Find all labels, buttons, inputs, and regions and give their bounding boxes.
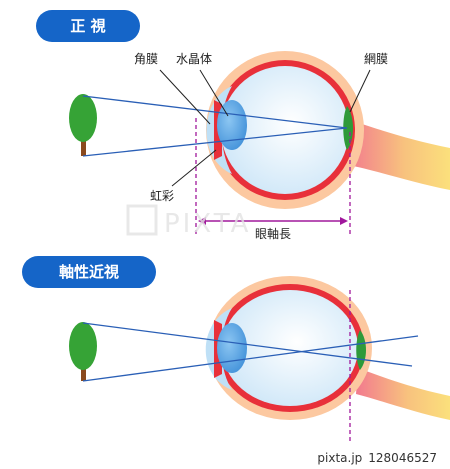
- cornea-leader: [159, 69, 211, 125]
- light-ray: [82, 95, 348, 129]
- myopia-title-pill: [22, 256, 156, 288]
- normal-title: 正 視: [70, 17, 105, 35]
- iris-label: 虹彩: [150, 189, 174, 203]
- light-ray: [82, 127, 348, 157]
- tree-object-bottom: [69, 322, 97, 381]
- watermark: PIXTA: [126, 204, 251, 239]
- cornea-label: 角膜: [134, 52, 158, 66]
- tree-object-top: [69, 94, 97, 156]
- lens-label: 水晶体: [176, 52, 212, 66]
- tree-leaf: [69, 94, 97, 142]
- watermark-logo-mark: [126, 204, 158, 236]
- vitreous-body: [222, 290, 358, 406]
- watermark-text: PIXTA: [164, 209, 251, 239]
- arrow-head-left: [198, 217, 206, 225]
- normal-title-pill: [36, 10, 140, 42]
- iris-leader: [171, 149, 217, 187]
- normal-eyeball: [206, 51, 364, 209]
- optic-nerve: [356, 368, 450, 420]
- optic-nerve: [348, 120, 450, 190]
- myopic-eyeball: [205, 276, 372, 420]
- vitreous-body: [221, 66, 349, 194]
- tree-leaf: [69, 322, 97, 370]
- light-ray: [82, 335, 419, 382]
- retina-label: 網膜: [364, 52, 388, 66]
- axial-length-label: 眼軸長: [255, 227, 291, 241]
- light-ray: [82, 322, 413, 367]
- retina-leader: [349, 69, 371, 113]
- axial-length-label-bg: [245, 226, 301, 242]
- lens-leader: [199, 69, 229, 117]
- arrow-head-right: [340, 217, 348, 225]
- normal-vision-section: 正 視 眼軸長 角膜 水: [36, 10, 450, 242]
- lens-shape: [217, 100, 247, 150]
- lens-shape: [217, 323, 247, 373]
- myopia-title: 軸性近視: [59, 263, 119, 281]
- axial-myopia-section: 軸性近視: [22, 256, 450, 444]
